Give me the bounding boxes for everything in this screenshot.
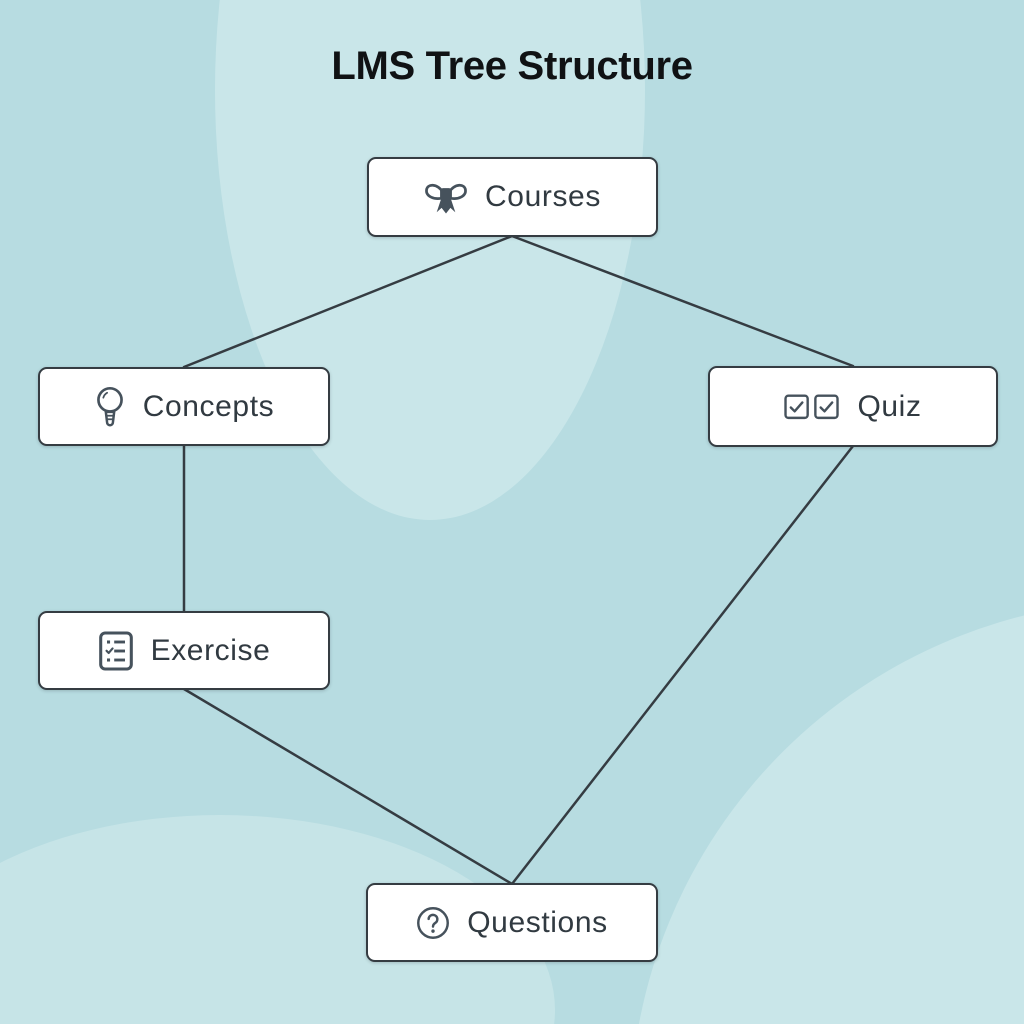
node-courses: Courses bbox=[367, 157, 658, 237]
node-label: Questions bbox=[467, 905, 608, 939]
lightbulb-icon bbox=[94, 385, 126, 429]
edge-exercise-questions bbox=[182, 687, 514, 886]
checklist-icon bbox=[98, 630, 134, 672]
node-exercise: Exercise bbox=[38, 611, 330, 690]
edge-quiz-questions bbox=[510, 444, 855, 886]
node-label: Quiz bbox=[857, 389, 922, 423]
node-label: Exercise bbox=[150, 633, 271, 667]
node-label: Courses bbox=[485, 180, 601, 213]
node-quiz: Quiz bbox=[708, 366, 998, 447]
double-checkbox-icon bbox=[784, 394, 840, 420]
node-concepts: Concepts bbox=[38, 367, 330, 446]
edge-courses-concepts bbox=[182, 234, 514, 369]
background-blob bbox=[639, 615, 1024, 1024]
node-label: Concepts bbox=[142, 389, 275, 423]
background-blob bbox=[0, 815, 555, 1024]
question-circle-icon bbox=[416, 906, 450, 940]
node-questions: Questions bbox=[366, 883, 658, 962]
ribbon-bow-icon bbox=[424, 178, 468, 216]
page-title: LMS Tree Structure bbox=[331, 44, 693, 88]
edge-courses-quiz bbox=[510, 234, 855, 368]
